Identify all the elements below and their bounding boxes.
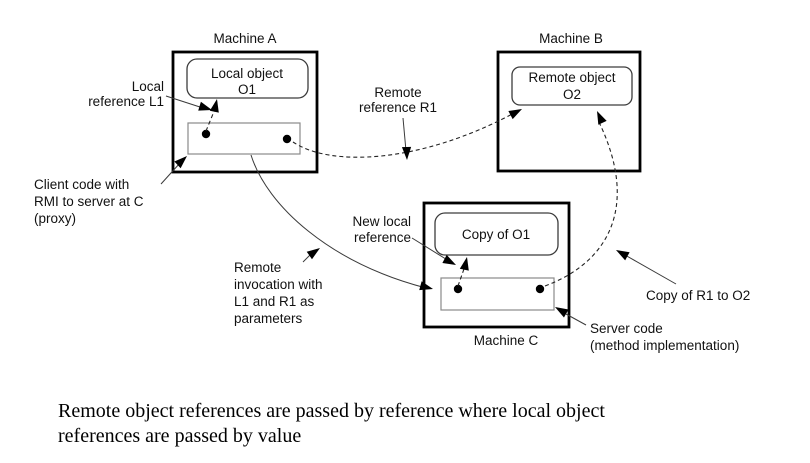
new-local-reference-label-line1: New local: [352, 214, 411, 229]
copy-of-r1-pointer-arrowhead-icon: [616, 250, 630, 261]
local-reference-arrowhead-icon: [209, 99, 219, 113]
remote-reference-pointer-arrowhead-icon: [401, 146, 412, 160]
remote-invocation-label-line1: Remote: [234, 260, 281, 275]
local-reference-pointer-arrowhead-icon: [198, 101, 212, 111]
server-code-label-line1: Server code: [590, 321, 663, 336]
client-code-pointer-line: [160, 162, 181, 185]
reference-dot-c-right: [535, 284, 545, 294]
new-local-reference-pointer-line: [411, 237, 450, 262]
remote-invocation-pointer-arrowhead-icon: [306, 248, 320, 260]
reference-dot-a-left: [201, 129, 211, 139]
remote-object-label-line1: Remote object: [528, 70, 615, 85]
server-code-pointer-line: [565, 313, 587, 326]
client-code-label-line2: RMI to server at C: [34, 194, 144, 209]
copy-of-r1-arrowhead-icon: [597, 111, 607, 125]
local-reference-label-line1: Local: [132, 79, 164, 94]
remote-reference-r1-curve: [292, 111, 517, 158]
remote-reference-pointer-line: [402, 117, 407, 152]
copy-of-r1-curve: [544, 119, 618, 287]
machine-a-proxy-rect: [187, 122, 301, 155]
remote-invocation-label-line2: invocation with: [234, 277, 323, 292]
machine-c-box: [422, 201, 571, 329]
remote-reference-r1-arrowhead-icon: [508, 109, 522, 120]
server-code-pointer-arrowhead-icon: [555, 307, 569, 318]
copy-of-o1-box: [434, 212, 559, 256]
client-code-label-line3: (proxy): [34, 211, 76, 226]
local-reference-dashed-link: [205, 108, 216, 132]
local-reference-label-line2: reference L1: [88, 94, 164, 109]
remote-invocation-curve: [250, 154, 427, 289]
machine-c-title: Machine C: [474, 333, 539, 348]
machine-b-box: [496, 50, 642, 173]
machine-a-box: [171, 50, 319, 174]
machine-a-title: Machine A: [213, 31, 276, 46]
remote-invocation-label-line3: L1 and R1 as: [234, 294, 315, 309]
local-reference-pointer-line: [165, 95, 204, 109]
copy-of-o1-label: Copy of O1: [462, 227, 530, 242]
local-object-o1-box: [186, 58, 309, 99]
copy-of-r1-label: Copy of R1 to O2: [646, 288, 750, 303]
client-code-label-line1: Client code with: [34, 177, 129, 192]
remote-invocation-arrowhead-icon: [419, 281, 433, 291]
remote-object-label-line2: O2: [563, 87, 581, 102]
remote-object-o2-box: [511, 66, 633, 106]
new-local-reference-label-line2: reference: [354, 230, 411, 245]
machine-c-server-rect: [440, 277, 555, 311]
machine-b-title: Machine B: [539, 31, 603, 46]
remote-invocation-label-line4: parameters: [234, 311, 303, 326]
server-code-label-line2: (method implementation): [590, 338, 739, 353]
local-object-label-line2: O1: [238, 82, 256, 97]
caption-line1: Remote object references are passed by r…: [58, 400, 605, 422]
caption-line2: references are passed by value: [58, 425, 301, 447]
reference-dot-a-right: [282, 134, 292, 144]
copy-of-r1-pointer-line: [624, 254, 677, 285]
client-code-pointer-arrowhead-icon: [174, 156, 187, 169]
new-local-reference-arrowhead-icon: [459, 257, 469, 271]
reference-dot-c-left: [453, 284, 463, 294]
remote-reference-label-line2: reference R1: [359, 100, 437, 115]
new-local-reference-pointer-arrowhead-icon: [442, 254, 456, 265]
remote-reference-label-line1: Remote: [374, 85, 421, 100]
local-object-label-line1: Local object: [211, 66, 283, 81]
